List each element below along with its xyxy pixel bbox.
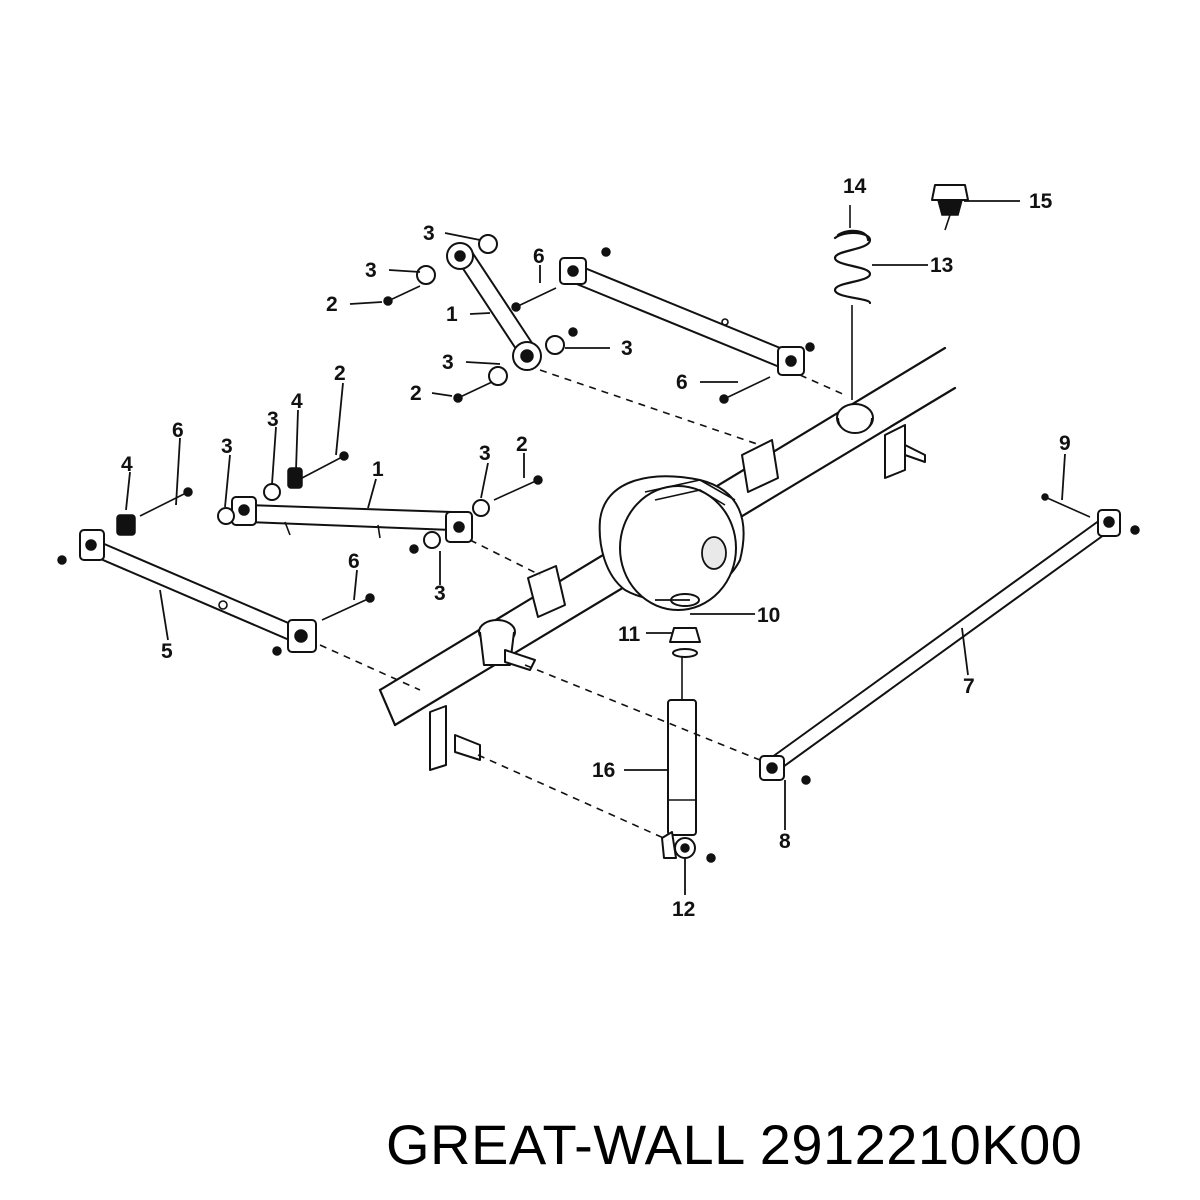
callout-3: 3 xyxy=(423,222,435,245)
callout-1: 1 xyxy=(372,458,384,481)
coil-spring xyxy=(833,205,872,400)
callout-6: 6 xyxy=(348,550,360,573)
callout-4: 4 xyxy=(291,390,303,413)
callout-15: 15 xyxy=(1029,190,1053,213)
callout-4: 4 xyxy=(121,453,133,476)
callout-3: 3 xyxy=(365,259,377,282)
callout-8: 8 xyxy=(779,830,791,853)
callout-2: 2 xyxy=(410,382,422,405)
callout-11: 11 xyxy=(618,623,641,646)
callout-6: 6 xyxy=(172,419,184,442)
callout-7: 7 xyxy=(963,675,975,698)
callout-6: 6 xyxy=(533,245,545,268)
upper-link-rear xyxy=(383,234,578,403)
lower-link-middle xyxy=(217,451,543,554)
callout-6: 6 xyxy=(676,371,688,394)
shock-absorber xyxy=(661,593,716,863)
callout-9: 9 xyxy=(1059,432,1071,455)
rear-axle-housing xyxy=(378,346,957,771)
callout-3: 3 xyxy=(479,442,491,465)
part-number-caption: GREAT-WALL 2912210K00 xyxy=(386,1113,1083,1176)
callout-3: 3 xyxy=(434,582,446,605)
bump-stop xyxy=(931,184,969,231)
callout-12: 12 xyxy=(672,898,695,921)
callout-3: 3 xyxy=(267,408,279,431)
callout-leaders xyxy=(125,200,1066,895)
callout-16: 16 xyxy=(592,759,615,782)
callout-13: 13 xyxy=(930,254,953,277)
callout-5: 5 xyxy=(161,640,173,663)
upper-link-long xyxy=(511,247,815,404)
callout-labels: 14 15 13 3 3 6 2 1 3 3 2 6 2 4 3 6 3 4 1… xyxy=(121,175,1071,921)
panhard-rod xyxy=(759,493,1140,785)
callout-14: 14 xyxy=(843,175,867,198)
callout-3: 3 xyxy=(621,337,633,360)
callout-3: 3 xyxy=(442,351,454,374)
callout-2: 2 xyxy=(334,362,346,385)
callout-10: 10 xyxy=(757,604,780,627)
callout-2: 2 xyxy=(516,433,528,456)
lower-link-left xyxy=(57,487,375,656)
callout-2: 2 xyxy=(326,293,338,316)
callout-1: 1 xyxy=(446,303,458,326)
alignment-lines xyxy=(319,369,846,841)
callout-3: 3 xyxy=(221,435,233,458)
